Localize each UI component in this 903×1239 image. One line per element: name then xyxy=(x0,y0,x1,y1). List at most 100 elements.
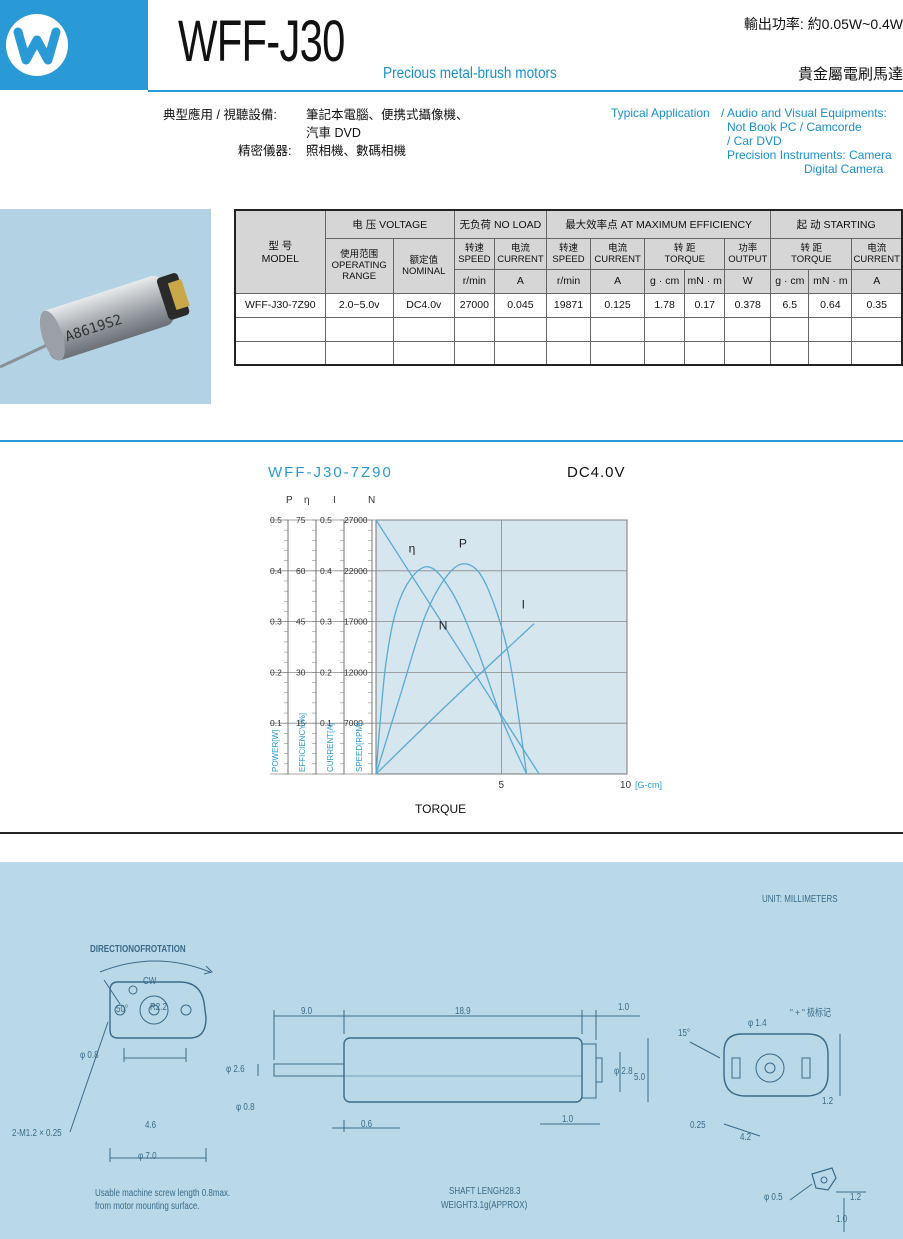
rotation-direction: CW xyxy=(143,976,157,987)
power-range: 輸出功率: 約0.05W~0.4W xyxy=(743,16,903,32)
operating-cn: 使用范围 xyxy=(340,249,379,260)
dimension-drawing-panel xyxy=(0,862,903,1239)
terminal-detail-hole xyxy=(820,1176,828,1184)
power-tick-label: 0.4 xyxy=(270,566,282,576)
dim-d08b: φ 0.8 xyxy=(236,1102,255,1113)
voltage-group-header: 电 压 VOLTAGE xyxy=(324,209,455,239)
axis-header: I xyxy=(333,495,336,506)
empty-cell xyxy=(770,316,810,342)
empty-cell xyxy=(808,316,853,342)
axis-header: η xyxy=(304,495,310,506)
chart-xlabel: TORQUE xyxy=(415,802,467,816)
current-en: CURRENT xyxy=(594,253,641,265)
empty-cell xyxy=(545,340,592,366)
application-en-precision: Precision Instruments: Camera xyxy=(727,148,892,162)
empty-cell xyxy=(851,316,903,342)
empty-cell xyxy=(724,340,772,366)
product-cn-name: 貴金屬電刷馬達 xyxy=(797,66,903,83)
empty-cell xyxy=(684,316,726,342)
cell-noload-speed: 27000 xyxy=(453,292,495,318)
rear-bearing-circle xyxy=(755,1053,785,1083)
dia-08: φ 0.8 xyxy=(80,1050,99,1061)
axis-name: SPEED[RPM] xyxy=(355,723,364,772)
x-unit-label: [G-cm] xyxy=(635,780,662,790)
dim-10a: 1.0 xyxy=(618,1002,630,1013)
model-label-en: MODEL xyxy=(261,253,299,266)
model-title: WFF-J30 xyxy=(178,9,345,74)
logo-circle xyxy=(6,14,68,76)
dim-46: 4.6 xyxy=(145,1120,157,1131)
header-divider xyxy=(148,90,903,92)
unit-cell: g · cm xyxy=(644,268,686,294)
speed-tick-label: 27000 xyxy=(344,515,368,525)
efficiency-tick-label: 15 xyxy=(296,718,306,728)
unit-cell: W xyxy=(724,268,772,294)
dim-90: 9.0 xyxy=(301,1006,313,1017)
cell-eff-output: 0.378 xyxy=(724,292,772,318)
cell-start-torque-gcm: 6.5 xyxy=(770,292,810,318)
rotation-arc xyxy=(99,960,211,973)
empty-cell xyxy=(590,340,646,366)
torque-en: TORQUE xyxy=(791,253,832,265)
power-tick-label: 0.3 xyxy=(270,617,282,627)
axis-header: N xyxy=(368,495,375,506)
empty-cell xyxy=(644,316,686,342)
dim-025: 0.25 xyxy=(690,1120,706,1131)
series-line-η xyxy=(375,566,528,775)
max-efficiency-group-header: 最大效率点 AT MAXIMUM EFFICIENCY xyxy=(545,209,772,239)
operating-en2: RANGE xyxy=(342,271,377,282)
polarity-mark: " + " 极标记 xyxy=(790,1008,832,1019)
section-divider xyxy=(0,832,903,834)
rear-view-outline xyxy=(723,1033,829,1097)
dim-10c: 1.0 xyxy=(836,1214,848,1225)
model-label-cn: 型 号 xyxy=(268,240,293,253)
application-en-label: Typical Application xyxy=(611,106,710,120)
spec-table: 型 号 MODEL 电 压 VOLTAGE 无负荷 NO LOAD 最大效率点 … xyxy=(234,209,903,366)
front-boss-circle xyxy=(139,995,169,1025)
leader-line xyxy=(69,1021,109,1133)
series-label: I xyxy=(522,597,525,611)
torque-cn: 转 距 xyxy=(673,242,696,254)
empty-cell xyxy=(234,316,326,342)
nominal-en: NOMINAL xyxy=(402,265,446,277)
speed-tick-label: 12000 xyxy=(344,667,368,677)
output-cn: 功率 xyxy=(738,242,758,254)
speed-tick-label: 7000 xyxy=(344,718,363,728)
empty-cell xyxy=(493,316,547,342)
unit-cell: g · cm xyxy=(770,268,810,294)
power-tick-label: 0.1 xyxy=(270,718,282,728)
application-cn-precision-value: 照相機、數碼相機 xyxy=(306,144,407,158)
empty-cell xyxy=(770,340,810,366)
empty-cell xyxy=(392,316,455,342)
speed-tick-label: 17000 xyxy=(344,617,368,627)
cell-eff-torque-gcm: 1.78 xyxy=(644,292,686,318)
application-en-item1: Not Book PC / Camcorde xyxy=(727,120,862,134)
table-row-empty xyxy=(234,340,903,366)
efficiency-tick-label: 60 xyxy=(296,566,306,576)
application-en-item2: / Car DVD xyxy=(727,134,782,148)
dim-50: 5.0 xyxy=(634,1072,646,1083)
product-subtitle: Precious metal-brush motors xyxy=(383,65,557,82)
current-cn: 电流 xyxy=(510,242,530,254)
w-logo-icon xyxy=(13,27,61,65)
speed-cn: 转速 xyxy=(464,242,484,254)
terminal-detail xyxy=(811,1167,837,1191)
power-tick-label: 0.5 xyxy=(270,515,282,525)
weight: WEIGHT3.1g(APPROX) xyxy=(441,1200,528,1211)
application-cn-label: 典型應用 / 視聽設備: xyxy=(163,108,277,122)
empty-cell xyxy=(453,316,495,342)
screw-note-line2: from motor mounting surface. xyxy=(95,1201,200,1212)
dim-12a: 1.2 xyxy=(822,1096,834,1107)
angle-50: 50° xyxy=(116,1004,129,1015)
application-cn-av-line2: 汽車 DVD xyxy=(306,126,361,140)
x-tick-label: 10 xyxy=(620,780,632,791)
empty-cell xyxy=(808,340,853,366)
unit-label: UNIT: MILLIMETERS xyxy=(762,894,838,905)
brand-logo xyxy=(0,0,148,90)
